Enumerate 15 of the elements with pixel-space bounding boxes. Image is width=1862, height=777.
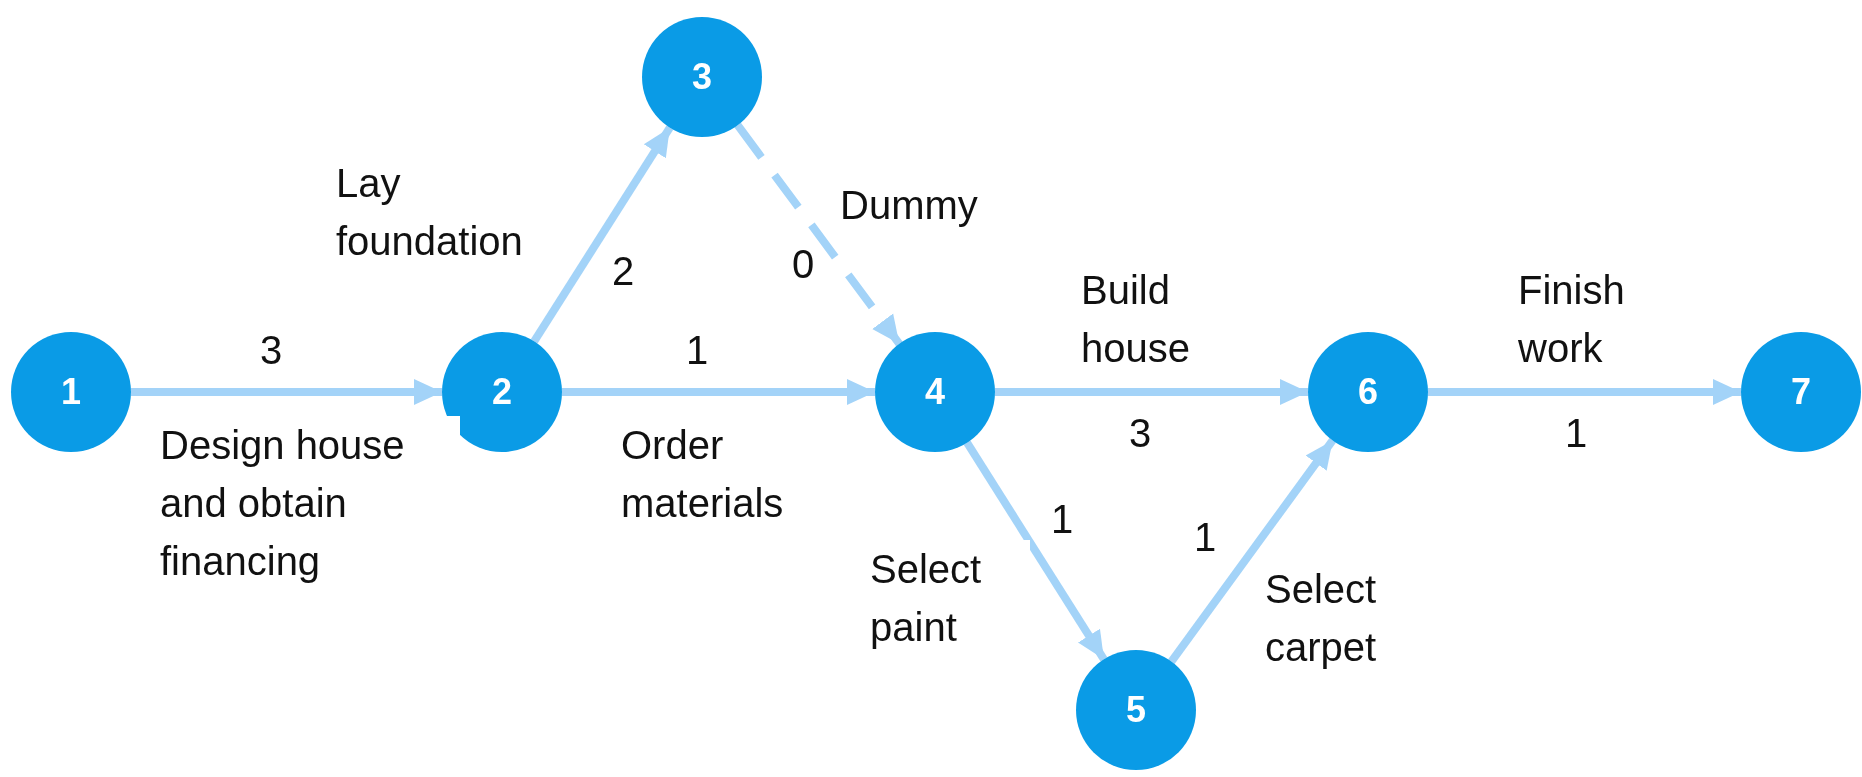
event-number: 4 bbox=[925, 371, 945, 413]
event-number: 3 bbox=[692, 56, 712, 98]
arrow bbox=[995, 379, 1308, 405]
event-number: 7 bbox=[1791, 371, 1811, 413]
event-number: 2 bbox=[492, 371, 512, 413]
arrow bbox=[1168, 438, 1336, 664]
arrow bbox=[131, 379, 442, 405]
arrow bbox=[963, 440, 1108, 662]
arrow bbox=[1428, 379, 1741, 405]
event-number: 6 bbox=[1358, 371, 1378, 413]
arrow bbox=[562, 379, 875, 405]
event-number: 5 bbox=[1126, 689, 1146, 731]
event-number: 1 bbox=[61, 371, 81, 413]
arrow bbox=[530, 125, 674, 344]
arrow bbox=[734, 122, 903, 347]
